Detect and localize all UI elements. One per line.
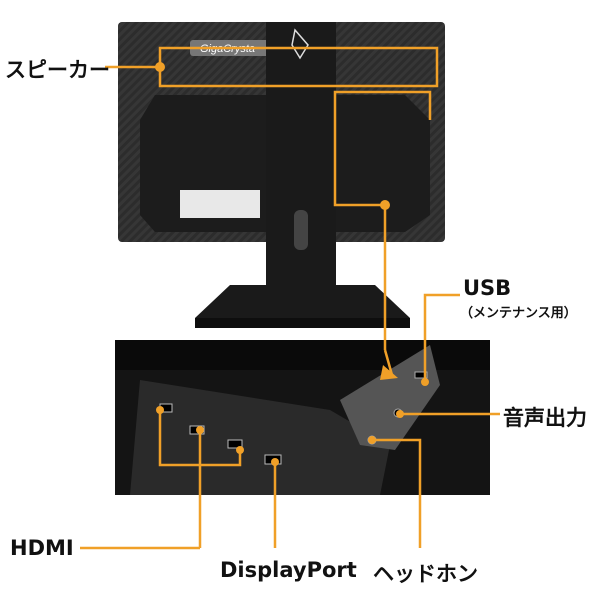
callout-dots [155,62,429,466]
label-usb-note: （メンテナンス用） [460,306,577,321]
spec-sticker [180,190,260,218]
logo-icon [291,28,309,60]
label-usb: USB [463,276,512,300]
arrow-head [380,365,398,380]
cable-hole [294,210,308,250]
label-speaker: スピーカー [5,58,110,82]
label-audio-out: 音声出力 [503,406,587,430]
label-hdmi: HDMI [10,536,74,560]
stand [195,22,410,328]
port-closeup-photo [115,340,490,495]
label-displayport: DisplayPort [220,558,357,582]
label-headphone: ヘッドホン [373,562,478,586]
